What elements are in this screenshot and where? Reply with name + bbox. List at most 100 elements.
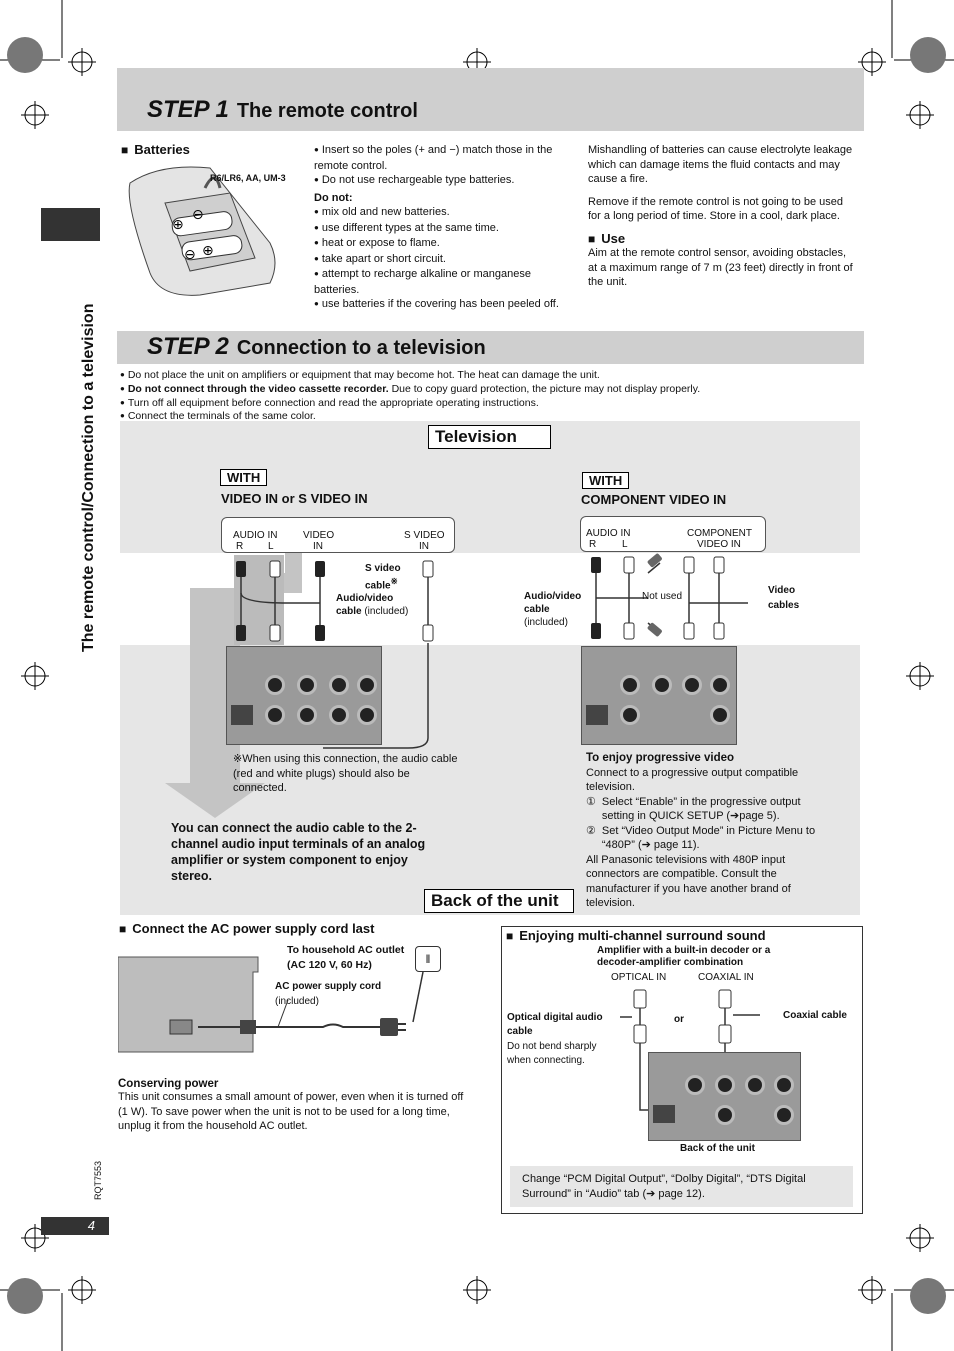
audio-in-label: AUDIO IN xyxy=(233,530,278,541)
back-of-unit-label: Back of the unit xyxy=(424,889,574,913)
av-cable-right-label: Audio/video cable (included) xyxy=(524,590,594,629)
av-cable2-rest: (included) xyxy=(524,617,568,628)
conserving-heading: Conserving power xyxy=(118,1078,219,1090)
outlet-label: To household AC outlet (AC 120 V, 60 Hz) xyxy=(287,944,405,971)
component-in-label: VIDEO IN xyxy=(697,539,741,550)
do-not-item: mix old and new batteries. xyxy=(314,205,572,221)
do-not-item: heat or expose to flame. xyxy=(314,236,572,252)
insert-note: Insert so the poles (+ and −) match thos… xyxy=(314,143,572,173)
video-in-label: IN xyxy=(313,541,323,552)
coaxial-cable-label: Coaxial cable xyxy=(783,1010,847,1021)
doc-code: RQT7553 xyxy=(93,1160,103,1200)
step2-note: Connect the terminals of the same color. xyxy=(120,410,860,424)
sidebar-tab xyxy=(41,208,100,241)
do-not-item: take apart or short circuit. xyxy=(314,252,572,268)
svideo-label: S VIDEO xyxy=(404,530,445,541)
back-panel-left xyxy=(226,646,382,745)
progressive-heading: To enjoy progressive video xyxy=(586,752,735,764)
page-number-box: 4 xyxy=(41,1217,109,1235)
step2-word: STEP 2 xyxy=(147,333,229,360)
right-heading: COMPONENT VIDEO IN xyxy=(581,492,727,507)
left-heading: VIDEO IN or S VIDEO IN xyxy=(221,491,368,506)
remove-text: Remove if the remote control is not goin… xyxy=(588,195,843,223)
ac-heading: Connect the AC power supply cord last xyxy=(119,921,374,936)
do-not-item: use batteries if the covering has been p… xyxy=(314,297,572,313)
amp-label: Amplifier with a built-in decoder or a d… xyxy=(597,945,771,968)
surround-box xyxy=(501,926,863,1214)
av-cable-label: Audio/video cable (included) xyxy=(336,592,421,618)
surround-back-label: Back of the unit xyxy=(680,1143,756,1154)
step1-header: STEP 1 The remote control xyxy=(117,68,864,131)
progressive-intro: Connect to a progressive output compatib… xyxy=(586,766,799,794)
page-number: 4 xyxy=(87,1218,95,1233)
sidebar-vertical-title: The remote control/Connection to a telev… xyxy=(80,303,97,652)
change-note: Change “PCM Digital Output”, “Dolby Digi… xyxy=(510,1166,853,1207)
audio-in-label: AUDIO IN xyxy=(586,528,631,539)
conserving-text: This unit consumes a small amount of pow… xyxy=(118,1091,464,1132)
use-heading: Use xyxy=(588,231,856,247)
or-label: or xyxy=(674,1014,684,1025)
do-not-item: use different types at the same time. xyxy=(314,221,572,237)
do-not-heading: Do not: xyxy=(314,191,353,204)
optical-in-label: OPTICAL IN xyxy=(611,972,667,983)
use-text: Aim at the remote control sensor, avoidi… xyxy=(588,247,853,288)
remote-battery-icon: ⊕ ⊖ ⊕ ⊖ xyxy=(128,166,276,296)
not-used-label: Not used xyxy=(642,591,683,602)
step1-word: STEP 1 xyxy=(147,96,229,123)
svg-text:⊖: ⊖ xyxy=(184,247,196,263)
av-cable-rest: (included) xyxy=(361,606,409,617)
step2-note: Turn off all equipment before connection… xyxy=(120,397,860,411)
battery-types: R6/LR6, AA, UM-3 xyxy=(210,173,286,183)
audio-l-label: L xyxy=(268,541,274,552)
svg-text:⊕: ⊕ xyxy=(172,217,184,233)
step2-note: Do not place the unit on amplifiers or e… xyxy=(120,369,860,383)
step1-title: The remote control xyxy=(236,100,418,122)
optical-note: Do not bend sharply when connecting. xyxy=(507,1041,597,1066)
cables-right xyxy=(591,553,748,640)
svg-text:⊕: ⊕ xyxy=(202,243,214,259)
cord-bold: AC power supply cord xyxy=(275,981,382,992)
audio-l-label: L xyxy=(622,539,628,550)
coaxial-in-label: COAXIAL IN xyxy=(698,972,754,983)
audio-cable-note: You can connect the audio cable to the 2… xyxy=(171,821,426,883)
cord-rest: (included) xyxy=(275,996,319,1007)
video-label: VIDEO xyxy=(303,530,335,541)
ac-cord-illustration xyxy=(118,956,424,1053)
audio-r-label: R xyxy=(236,541,244,552)
asterisk-note: ※When using this connection, the audio c… xyxy=(233,753,458,794)
mishandling-text: Mishandling of batteries can cause elect… xyxy=(588,144,853,185)
svg-text:⊖: ⊖ xyxy=(192,207,204,223)
vcr-bold: Do not connect through the video cassett… xyxy=(127,382,389,395)
vcr-rest: Due to copy guard protection, the pictur… xyxy=(388,382,701,395)
progressive-step-2-text: Set “Video Output Mode” in Picture Menu … xyxy=(601,824,816,852)
svideo-in-label: IN xyxy=(419,541,429,552)
with-tag-left: WITH xyxy=(220,469,268,486)
progressive-step-1-text: Select “Enable” in the progressive outpu… xyxy=(601,795,801,823)
do-not-item: attempt to recharge alkaline or manganes… xyxy=(314,267,572,297)
optical-cable-label: Optical digital audio cable xyxy=(507,1012,603,1037)
outlet-icon: ‖ xyxy=(415,946,441,972)
component-label: COMPONENT xyxy=(687,528,752,539)
television-label: Television xyxy=(428,425,551,449)
with-tag-right: WITH xyxy=(582,472,630,489)
av-cable2-bold: Audio/video cable xyxy=(524,591,582,615)
tv-panel-right: AUDIO IN R L COMPONENT VIDEO IN xyxy=(580,516,766,552)
cord-label: AC power supply cord (included) xyxy=(275,979,405,1009)
back-panel-right xyxy=(581,646,737,745)
step2-note-vcr: Do not connect through the video cassett… xyxy=(120,383,860,397)
svideo-cable-label: S video cable※ xyxy=(365,563,401,592)
audio-r-label: R xyxy=(589,539,597,550)
batteries-heading: Batteries xyxy=(121,142,190,157)
video-cables-label: Video cables xyxy=(768,585,800,611)
svideo-cable-text: S video cable xyxy=(365,563,401,592)
surround-heading: Enjoying multi-channel surround sound xyxy=(506,928,765,943)
remote-illustration: ⊕ ⊖ ⊕ ⊖ xyxy=(120,163,280,303)
rechargeable-note: Do not use rechargeable type batteries. xyxy=(314,173,572,189)
step2-header: STEP 2 Connection to a television xyxy=(117,331,864,364)
surround-back-panel xyxy=(648,1052,801,1141)
asterisk-note-text: When using this connection, the audio ca… xyxy=(233,753,458,794)
av-cable-bold: Audio/video cable xyxy=(336,593,394,617)
